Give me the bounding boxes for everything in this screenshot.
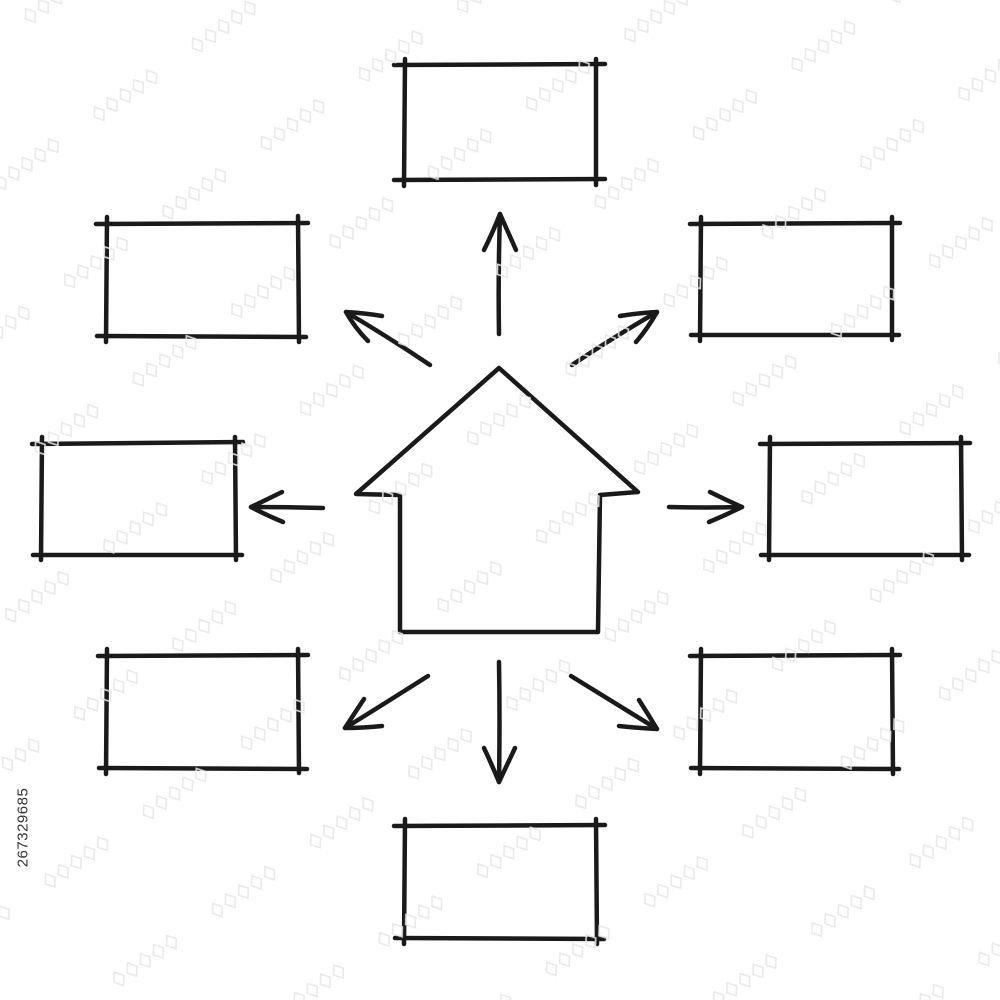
box-right — [757, 434, 973, 563]
arrow-down — [481, 659, 518, 785]
box-upper-right — [687, 214, 903, 344]
box-lower-right — [687, 646, 903, 777]
arrow-up — [481, 211, 519, 337]
arrow-down-left — [342, 673, 431, 731]
box-bottom — [391, 816, 608, 947]
box-upper-left — [93, 213, 311, 345]
arrow-down-right — [568, 673, 660, 732]
arrow-left — [248, 489, 326, 525]
arrow-right — [666, 489, 745, 525]
stock-image-id: 267329685 — [8, 762, 38, 892]
arrow-up-left — [343, 309, 433, 368]
stock-image-id-text: 267329685 — [14, 787, 32, 867]
arrow-up-right — [569, 309, 660, 368]
box-left — [29, 434, 246, 563]
box-top — [391, 56, 608, 189]
house-outline — [353, 365, 641, 635]
box-lower-left — [95, 646, 311, 777]
